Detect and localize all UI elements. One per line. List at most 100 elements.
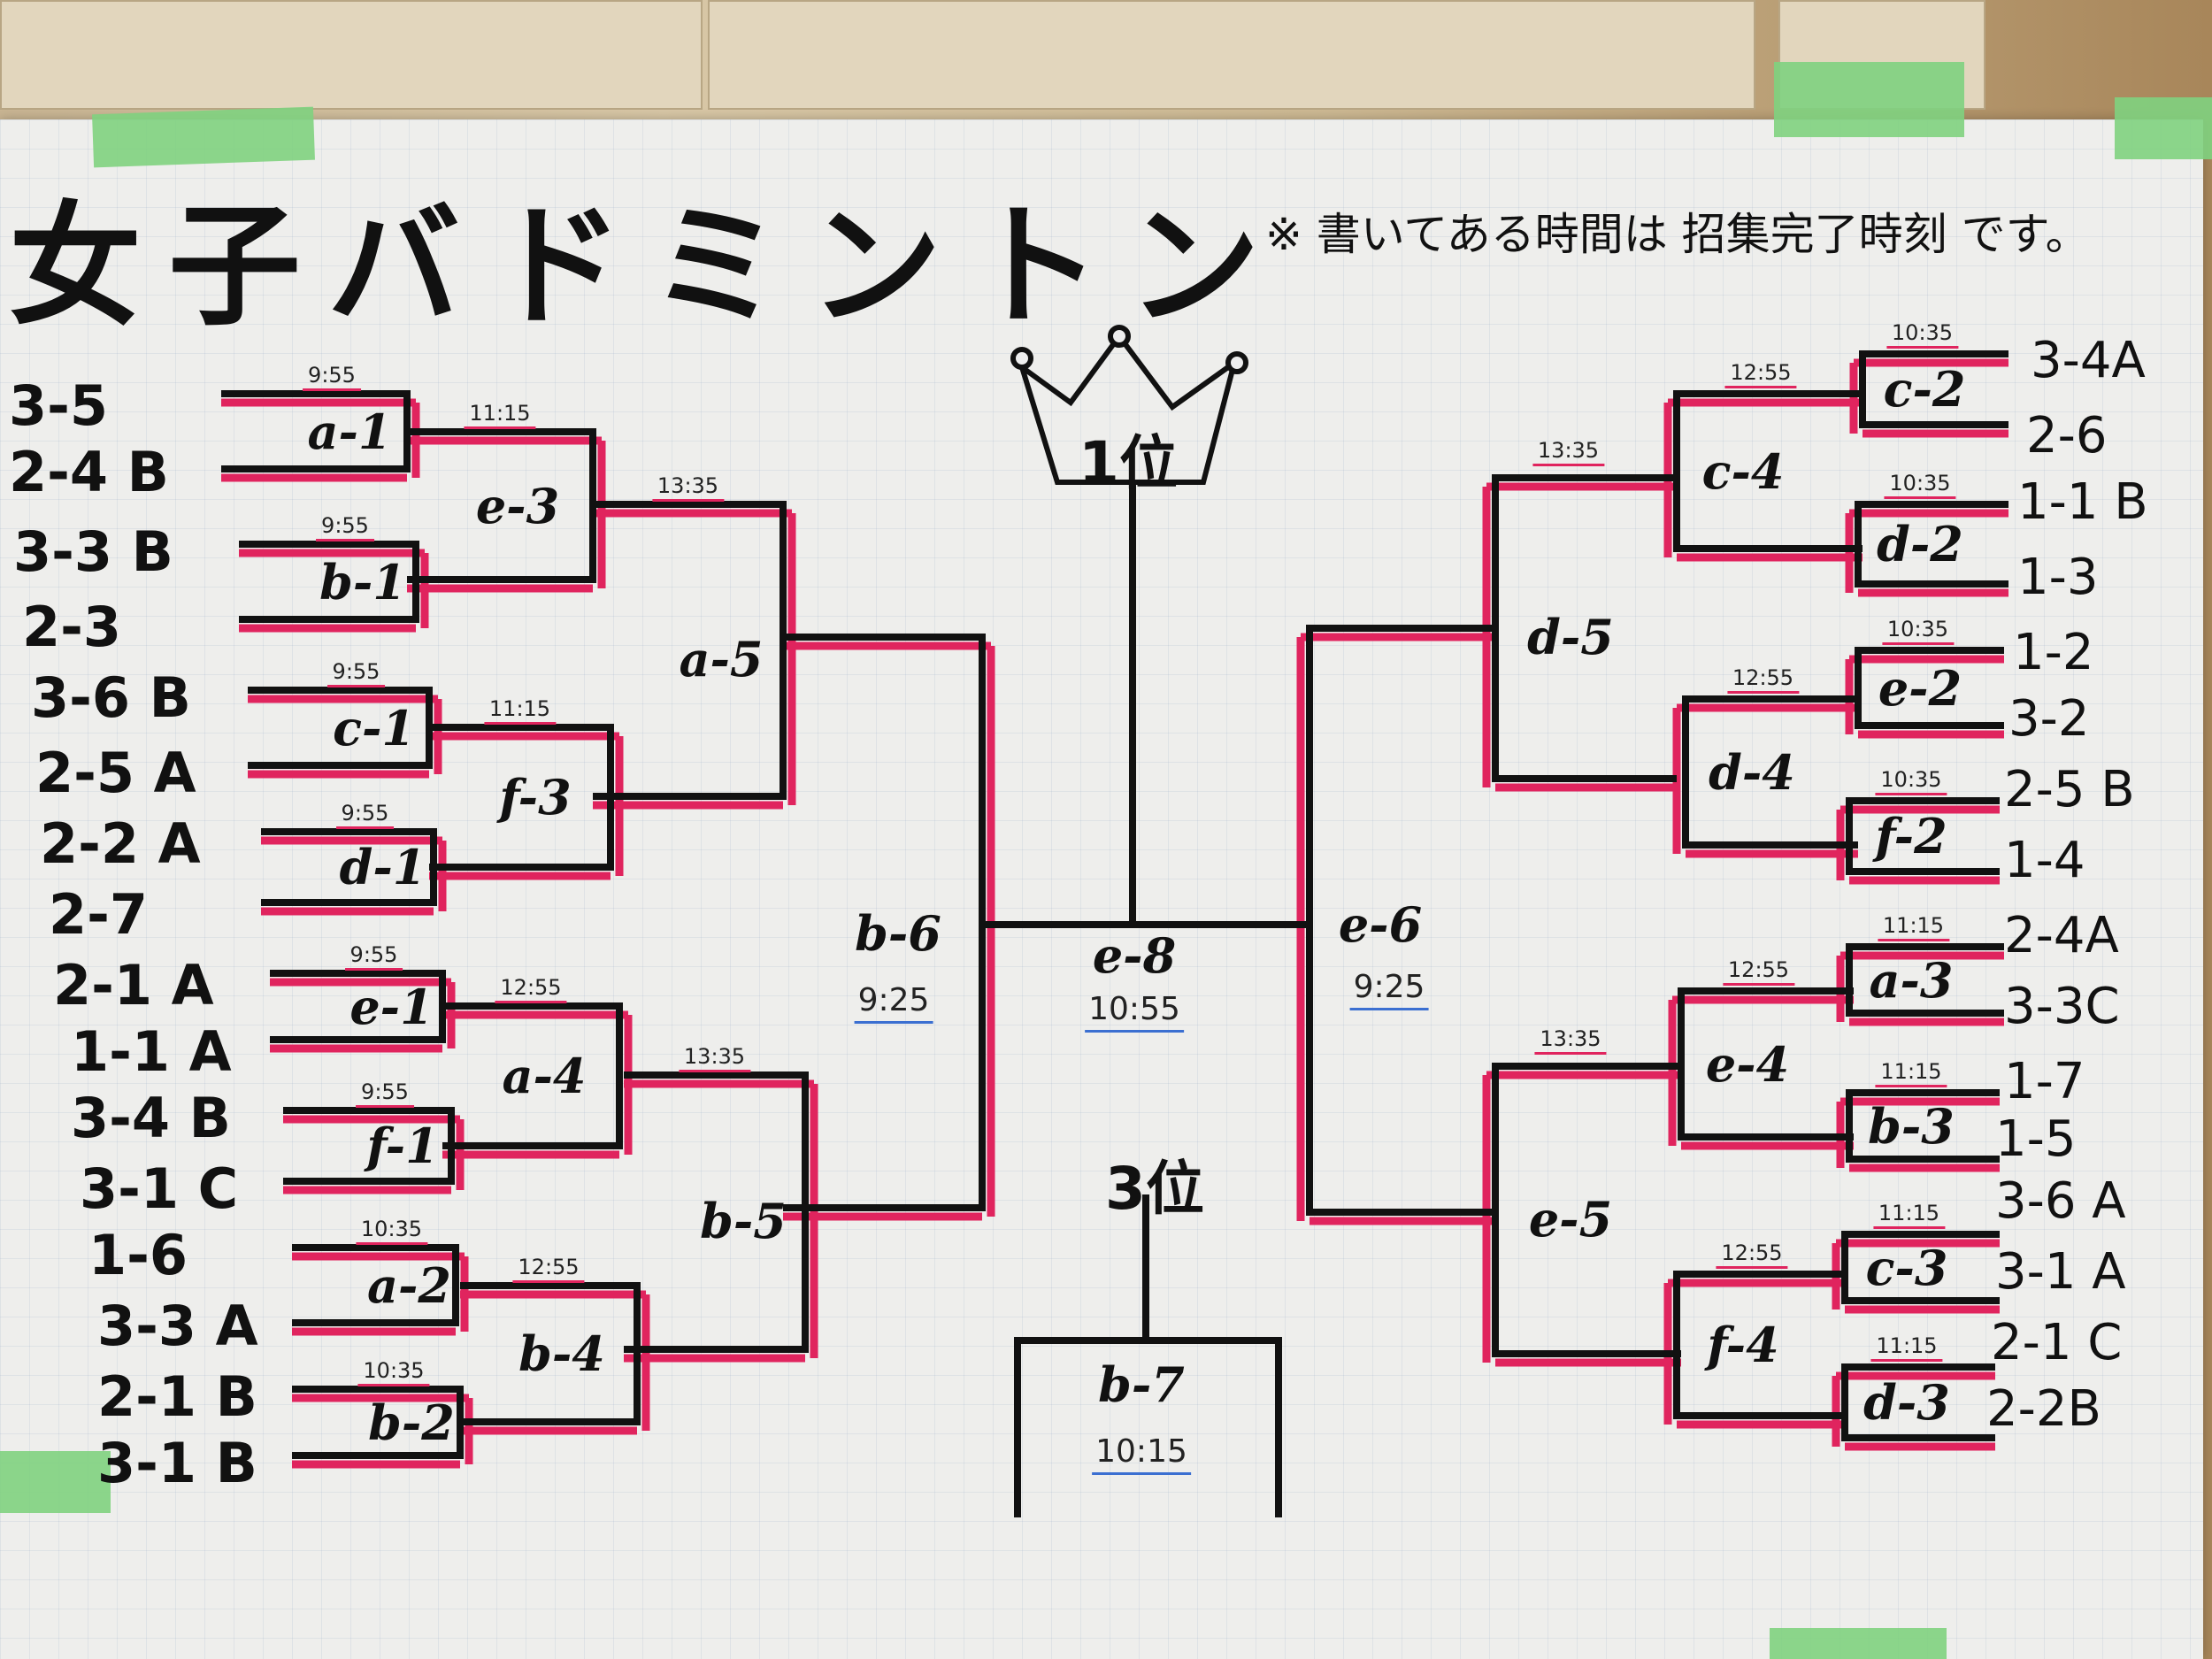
match-label: e-1 xyxy=(349,978,434,1035)
match-time: 11:15 xyxy=(464,401,536,429)
green-tape xyxy=(0,1451,111,1513)
match-label: d-5 xyxy=(1527,609,1614,665)
team-name: 3-5 xyxy=(9,373,109,438)
team-name: 3-3C xyxy=(2004,978,2120,1035)
match-time: 10:35 xyxy=(357,1358,430,1386)
match-time: 10:35 xyxy=(1881,617,1955,645)
match-time: 12:55 xyxy=(1724,360,1797,388)
team-name: 3-6 A xyxy=(1995,1172,2126,1230)
match-label: f-2 xyxy=(1875,808,1947,864)
match-time: 12:55 xyxy=(495,975,567,1003)
match-time: 9:55 xyxy=(335,801,395,829)
match-time: 13:35 xyxy=(1532,438,1605,466)
match-time: 13:35 xyxy=(651,473,725,502)
team-name: 2-4A xyxy=(2004,907,2119,964)
match-time: 13:35 xyxy=(1534,1026,1607,1055)
team-name: 3-1 B xyxy=(97,1431,257,1495)
match-label: b-4 xyxy=(518,1325,605,1382)
match-label: a-3 xyxy=(1869,951,1954,1009)
match-label: b-1 xyxy=(319,553,406,611)
team-name: 2-7 xyxy=(49,882,149,947)
notice-text: ※ 書いてある時間は 招集完了時刻 です。 xyxy=(1265,209,2090,260)
match-label: b-3 xyxy=(1868,1097,1955,1155)
team-name: 2-5 A xyxy=(35,741,196,805)
team-name: 2-1 A xyxy=(53,953,214,1018)
team-name: 3-6 B xyxy=(31,665,191,730)
final-match-label: e-8 xyxy=(1092,927,1177,984)
team-name: 3-4 B xyxy=(71,1086,231,1150)
team-name: 2-1 B xyxy=(97,1364,257,1429)
match-time: 9:55 xyxy=(316,513,374,541)
match-time: 10:35 xyxy=(1884,471,1956,499)
team-name: 2-2B xyxy=(1986,1380,2101,1438)
match-label: f-3 xyxy=(499,769,572,826)
match-label: b-5 xyxy=(700,1193,787,1249)
team-name: 1-1 A xyxy=(71,1019,232,1084)
crown-icon xyxy=(1010,325,1248,485)
third-place-match-label: b-7 xyxy=(1098,1356,1185,1413)
team-name: 1-1 B xyxy=(2017,473,2148,531)
match-label: c-2 xyxy=(1883,361,1966,418)
green-tape xyxy=(1770,1628,1947,1659)
match-time: 10:35 xyxy=(355,1217,428,1245)
team-name: 1-7 xyxy=(2004,1053,2085,1110)
match-time: 11:15 xyxy=(483,696,557,725)
team-name: 2-4 B xyxy=(9,440,169,504)
team-name: 3-3 A xyxy=(97,1294,258,1358)
team-name: 3-1 C xyxy=(80,1156,239,1221)
match-label: e-4 xyxy=(1705,1035,1790,1093)
match-label: d-3 xyxy=(1863,1374,1950,1431)
team-name: 3-1 A xyxy=(1995,1243,2126,1301)
match-label: c-3 xyxy=(1865,1239,1948,1296)
match-time: 12:55 xyxy=(1722,957,1795,986)
match-label: f-4 xyxy=(1707,1317,1779,1373)
match-label: c-4 xyxy=(1701,442,1785,500)
match-time: 11:15 xyxy=(1872,1201,1946,1229)
team-name: 2-2 A xyxy=(40,811,201,876)
match-label: d-2 xyxy=(1877,516,1963,572)
wall-plank xyxy=(0,0,703,110)
match-label: f-1 xyxy=(366,1118,439,1174)
match-time: 9:25 xyxy=(854,982,933,1024)
match-label: e-6 xyxy=(1338,896,1423,953)
team-name: 2-5 B xyxy=(2004,761,2135,818)
match-time: 9:55 xyxy=(303,363,361,391)
match-time: 12:55 xyxy=(1726,665,1800,694)
match-label: a-5 xyxy=(679,631,764,687)
team-name: 2-6 xyxy=(2026,407,2108,465)
team-name: 3-2 xyxy=(2008,690,2090,748)
match-label: c-1 xyxy=(333,699,415,757)
match-label: b-6 xyxy=(855,905,941,962)
team-name: 1-2 xyxy=(2013,624,2094,681)
team-name: 1-3 xyxy=(2017,549,2099,606)
team-name: 1-4 xyxy=(2004,832,2085,889)
match-label: d-1 xyxy=(339,839,426,895)
team-name: 3-4A xyxy=(2031,332,2146,389)
third-place-label: 3位 xyxy=(1105,1155,1204,1223)
match-label: e-2 xyxy=(1878,659,1962,717)
team-name: 2-1 C xyxy=(1991,1314,2123,1371)
page-title: 女子バドミントン xyxy=(9,188,1287,344)
team-name: 2-3 xyxy=(22,595,122,659)
match-label: a-2 xyxy=(367,1256,451,1314)
match-time: 9:55 xyxy=(326,659,386,687)
match-time: 10:35 xyxy=(1886,320,1959,349)
first-place-label: 1位 xyxy=(1079,429,1178,497)
match-time: 9:55 xyxy=(356,1079,414,1108)
match-time: 12:55 xyxy=(1716,1240,1788,1269)
match-label: a-1 xyxy=(307,403,392,460)
match-time: 11:15 xyxy=(1877,913,1950,941)
match-time: 12:55 xyxy=(512,1255,585,1283)
match-time: 11:15 xyxy=(1870,1333,1943,1362)
wall-plank xyxy=(708,0,1755,110)
green-tape xyxy=(2115,97,2212,159)
final-match-time: 10:55 xyxy=(1085,991,1184,1033)
third-place-match-time: 10:15 xyxy=(1092,1433,1191,1475)
match-time: 13:35 xyxy=(678,1044,751,1072)
match-label: e-5 xyxy=(1528,1190,1613,1248)
match-label: b-2 xyxy=(368,1394,455,1451)
team-name: 3-3 B xyxy=(13,519,173,584)
team-name: 1-5 xyxy=(1995,1110,2077,1168)
team-name: 1-6 xyxy=(88,1223,188,1287)
